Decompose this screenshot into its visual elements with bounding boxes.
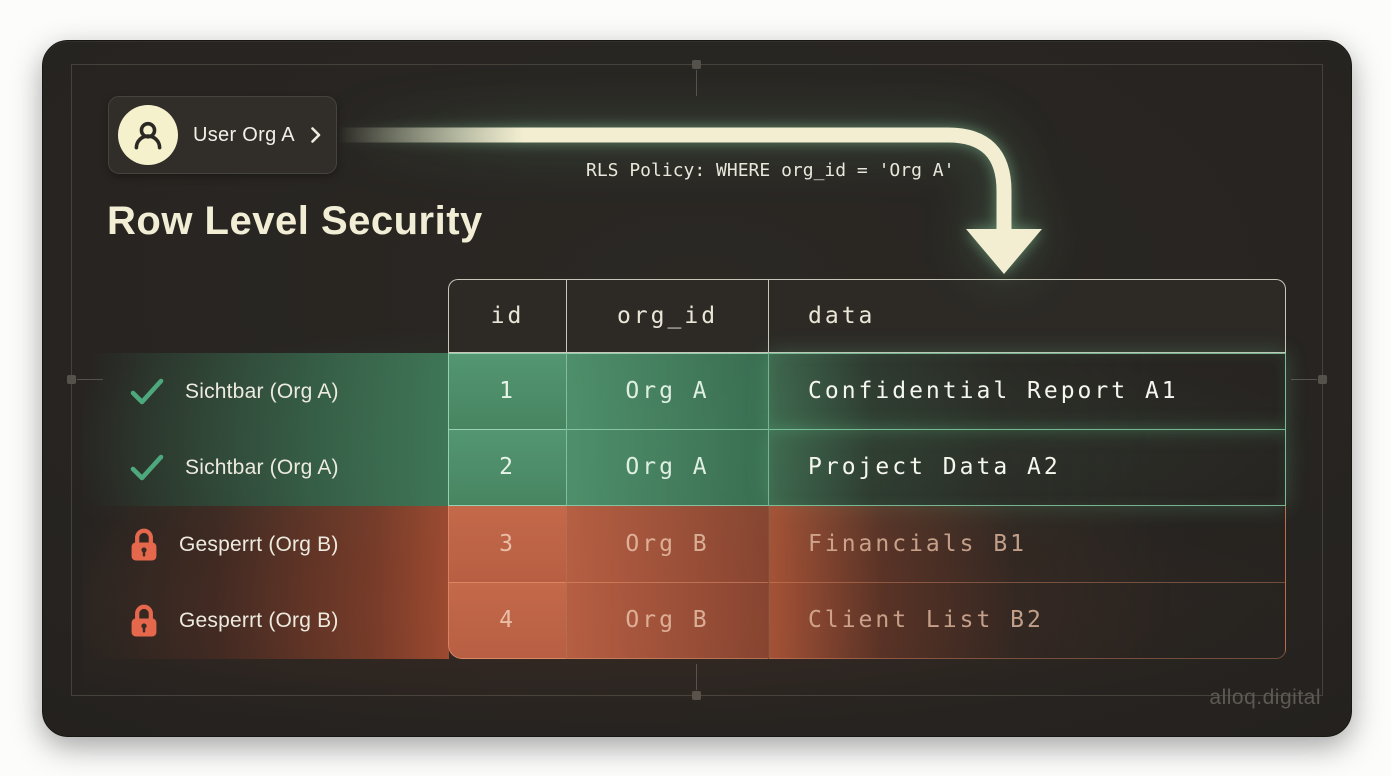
- diagram-card: User Org A RLS Policy: WHERE org_id = 'O…: [42, 40, 1352, 737]
- resize-handle-left[interactable]: [67, 375, 76, 384]
- lock-icon: [131, 528, 157, 561]
- check-icon: [130, 454, 164, 481]
- resize-handle-top[interactable]: [692, 60, 701, 69]
- resize-handle-right[interactable]: [1318, 375, 1327, 384]
- cell-id: 3: [448, 506, 566, 583]
- table-header-row: id org_id data: [448, 279, 1286, 353]
- access-label-row: Gesperrt (Org B): [91, 583, 448, 660]
- column-header-data: data: [768, 279, 1286, 353]
- access-label: Sichtbar (Org A): [185, 456, 339, 479]
- user-badge: User Org A: [108, 96, 337, 174]
- frame-tick-bottom: [696, 664, 697, 690]
- user-icon: [134, 121, 162, 150]
- cell-data: Financials B1: [768, 506, 1286, 583]
- cell-org-id: Org B: [566, 582, 768, 659]
- cell-data: Confidential Report A1: [768, 353, 1286, 430]
- access-label: Gesperrt (Org B): [179, 609, 339, 632]
- access-label: Gesperrt (Org B): [179, 532, 339, 556]
- cell-id: 2: [448, 429, 566, 506]
- column-header-id: id: [448, 279, 566, 353]
- cell-id: 4: [448, 582, 566, 659]
- policy-label: RLS Policy: WHERE org_id = 'Org A': [586, 160, 955, 181]
- page-title: Row Level Security: [107, 199, 483, 243]
- resize-handle-bottom[interactable]: [692, 691, 701, 700]
- frame-tick-right: [1291, 379, 1317, 380]
- selection-frame: [67, 60, 1327, 700]
- table-row: 2 Org A Project Data A2: [448, 429, 1286, 506]
- lock-icon: [131, 604, 157, 637]
- cell-data: Project Data A2: [768, 429, 1286, 506]
- frame-tick-top: [696, 70, 697, 96]
- chevron-right-icon: [311, 127, 321, 143]
- table-row: 4 Org B Client List B2: [448, 582, 1286, 659]
- table-row: 1 Org A Confidential Report A1: [448, 353, 1286, 430]
- access-label-row: Sichtbar (Org A): [91, 353, 448, 430]
- access-band-visible: [91, 353, 449, 506]
- access-label-row: Sichtbar (Org A): [91, 430, 448, 507]
- frame-tick-left: [77, 379, 103, 380]
- access-label: Sichtbar (Org A): [185, 379, 339, 403]
- access-label-row: Gesperrt (Org B): [91, 506, 448, 583]
- column-header-org-id: org_id: [566, 279, 768, 353]
- user-badge-label: User Org A: [193, 123, 295, 146]
- cell-org-id: Org A: [566, 429, 768, 506]
- cell-org-id: Org A: [566, 353, 768, 430]
- check-icon: [130, 378, 164, 404]
- table-row: 3 Org B Financials B1: [448, 506, 1286, 583]
- cell-id: 1: [448, 353, 566, 430]
- rls-table: id org_id data 1 Org A Confidential Repo…: [448, 279, 1286, 659]
- avatar: [118, 105, 178, 165]
- watermark: alloq.digital: [1209, 686, 1321, 709]
- cell-org-id: Org B: [566, 506, 768, 583]
- cell-data: Client List B2: [768, 582, 1286, 659]
